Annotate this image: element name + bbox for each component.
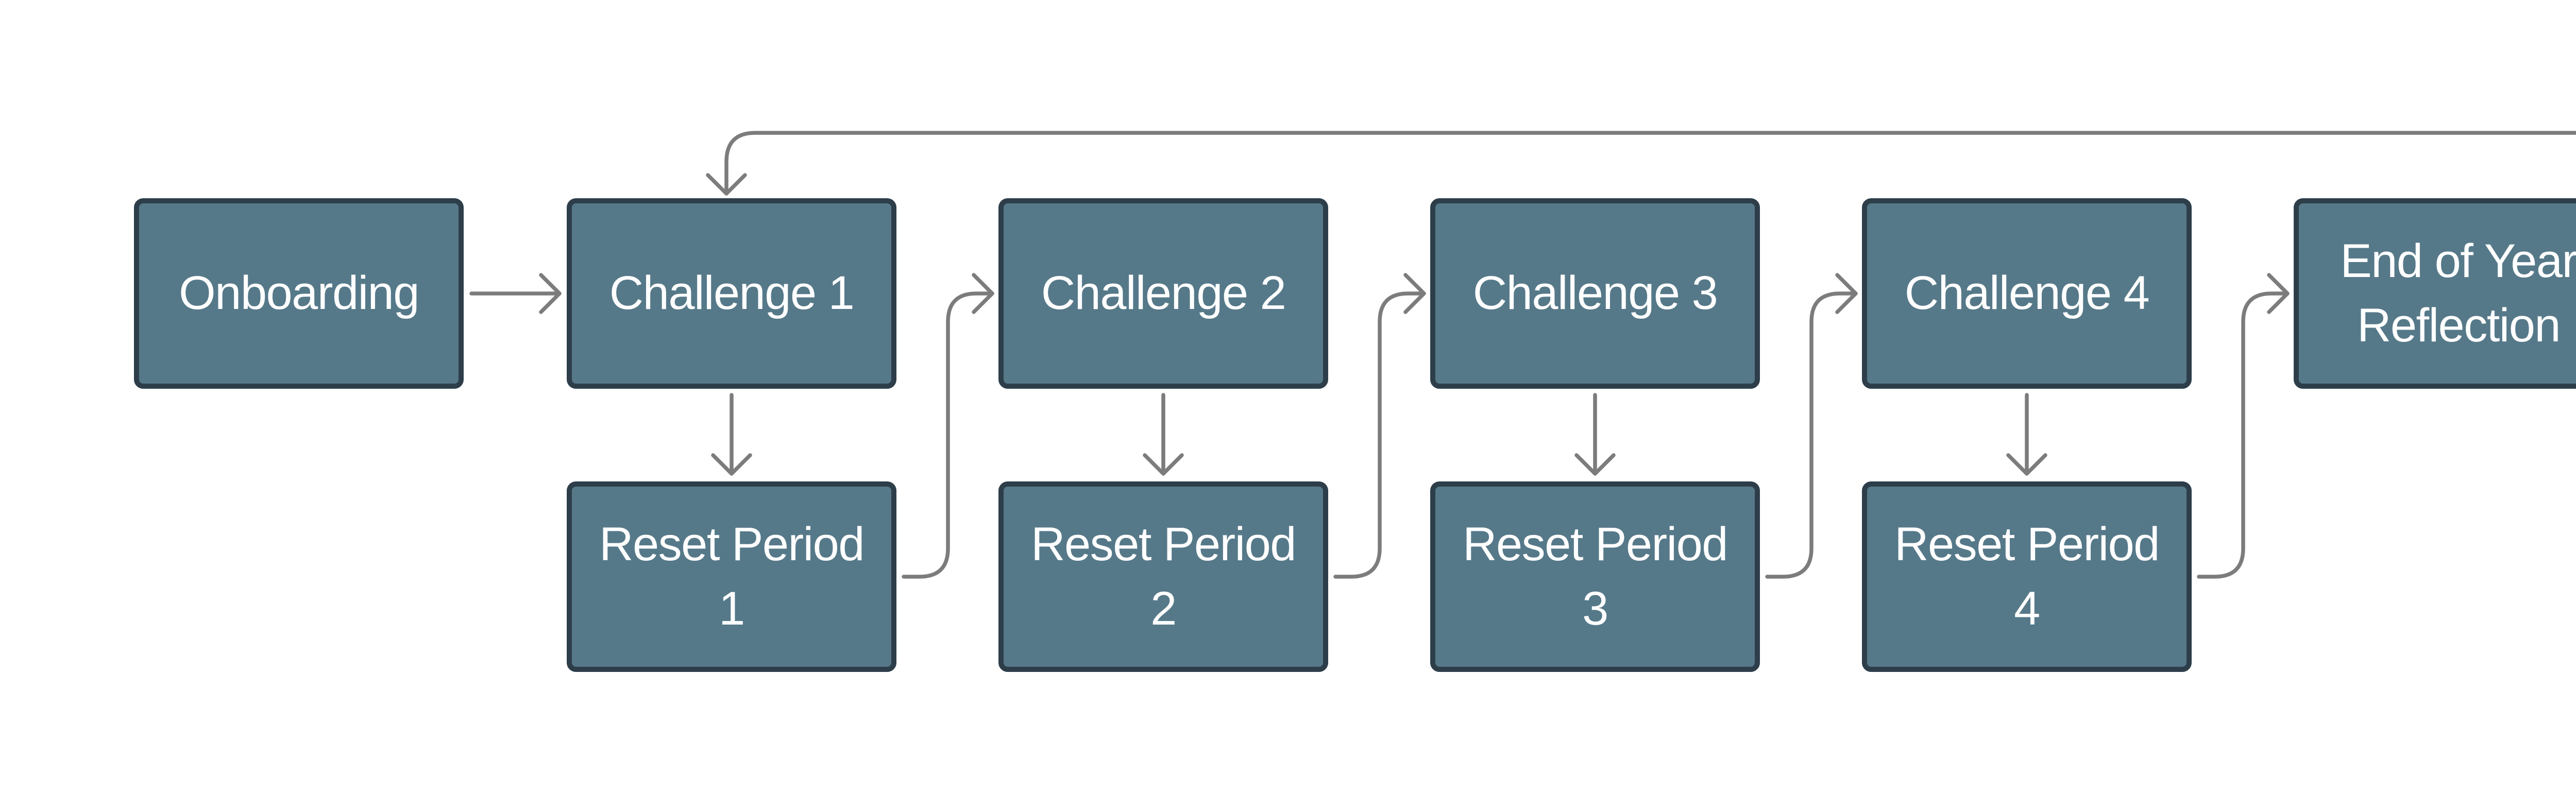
node-reset-period-3: Reset Period 3 [1430, 481, 1760, 672]
node-label: Challenge 2 [1041, 267, 1286, 320]
edge-reset-period-1-to-challenge-2 [902, 273, 994, 579]
node-label: Reset Period 4 [1894, 517, 2160, 635]
edge-reset-period-4-to-end-of-year-reflection [2197, 273, 2290, 579]
node-end-of-year-reflection: End of Year Reflection [2294, 198, 2576, 389]
arrowhead-down-icon [2006, 453, 2047, 476]
node-label: Challenge 1 [609, 267, 855, 320]
node-label: Onboarding [179, 267, 419, 320]
node-challenge-2: Challenge 2 [998, 198, 1328, 389]
node-challenge-4: Challenge 4 [1862, 198, 2192, 389]
node-onboarding: Onboarding [134, 198, 464, 389]
edge-end-of-year-reflection-to-challenge-1 [706, 131, 2576, 196]
arrowhead-down-icon [711, 453, 752, 476]
arrowhead-down-icon [1574, 453, 1616, 476]
arrowhead-right-icon [1403, 273, 1426, 314]
arrowhead-down-icon [706, 173, 747, 196]
arrowhead-right-icon [1835, 273, 1858, 314]
node-reset-period-4: Reset Period 4 [1862, 481, 2192, 672]
arrowhead-right-icon [972, 273, 994, 314]
node-label: End of Year Reflection [2340, 234, 2576, 352]
node-challenge-1: Challenge 1 [567, 198, 896, 389]
arrowhead-right-icon [539, 273, 562, 314]
node-label: Reset Period 2 [1031, 517, 1296, 635]
edge-line [1765, 291, 1858, 579]
node-challenge-3: Challenge 3 [1430, 198, 1760, 389]
edge-reset-period-2-to-challenge-3 [1333, 273, 1426, 579]
arrowhead-right-icon [2267, 273, 2290, 314]
node-label: Challenge 3 [1472, 267, 1718, 320]
edge-onboarding-to-challenge-1 [469, 273, 562, 314]
edge-reset-period-3-to-challenge-4 [1765, 273, 1858, 579]
node-label: Challenge 4 [1904, 267, 2150, 320]
arrowhead-down-icon [1143, 453, 1184, 476]
edge-line [724, 131, 2576, 196]
edge-line [1333, 291, 1426, 579]
node-reset-period-1: Reset Period 1 [567, 481, 896, 672]
edge-line [2197, 291, 2290, 579]
edge-challenge-4-to-reset-period-4 [2006, 393, 2047, 476]
edge-challenge-2-to-reset-period-2 [1143, 393, 1184, 476]
node-label: Reset Period 3 [1463, 517, 1728, 635]
edge-line [902, 291, 994, 579]
edge-challenge-1-to-reset-period-1 [711, 393, 752, 476]
node-label: Reset Period 1 [599, 517, 865, 635]
edge-challenge-3-to-reset-period-3 [1574, 393, 1616, 476]
node-reset-period-2: Reset Period 2 [998, 481, 1328, 672]
